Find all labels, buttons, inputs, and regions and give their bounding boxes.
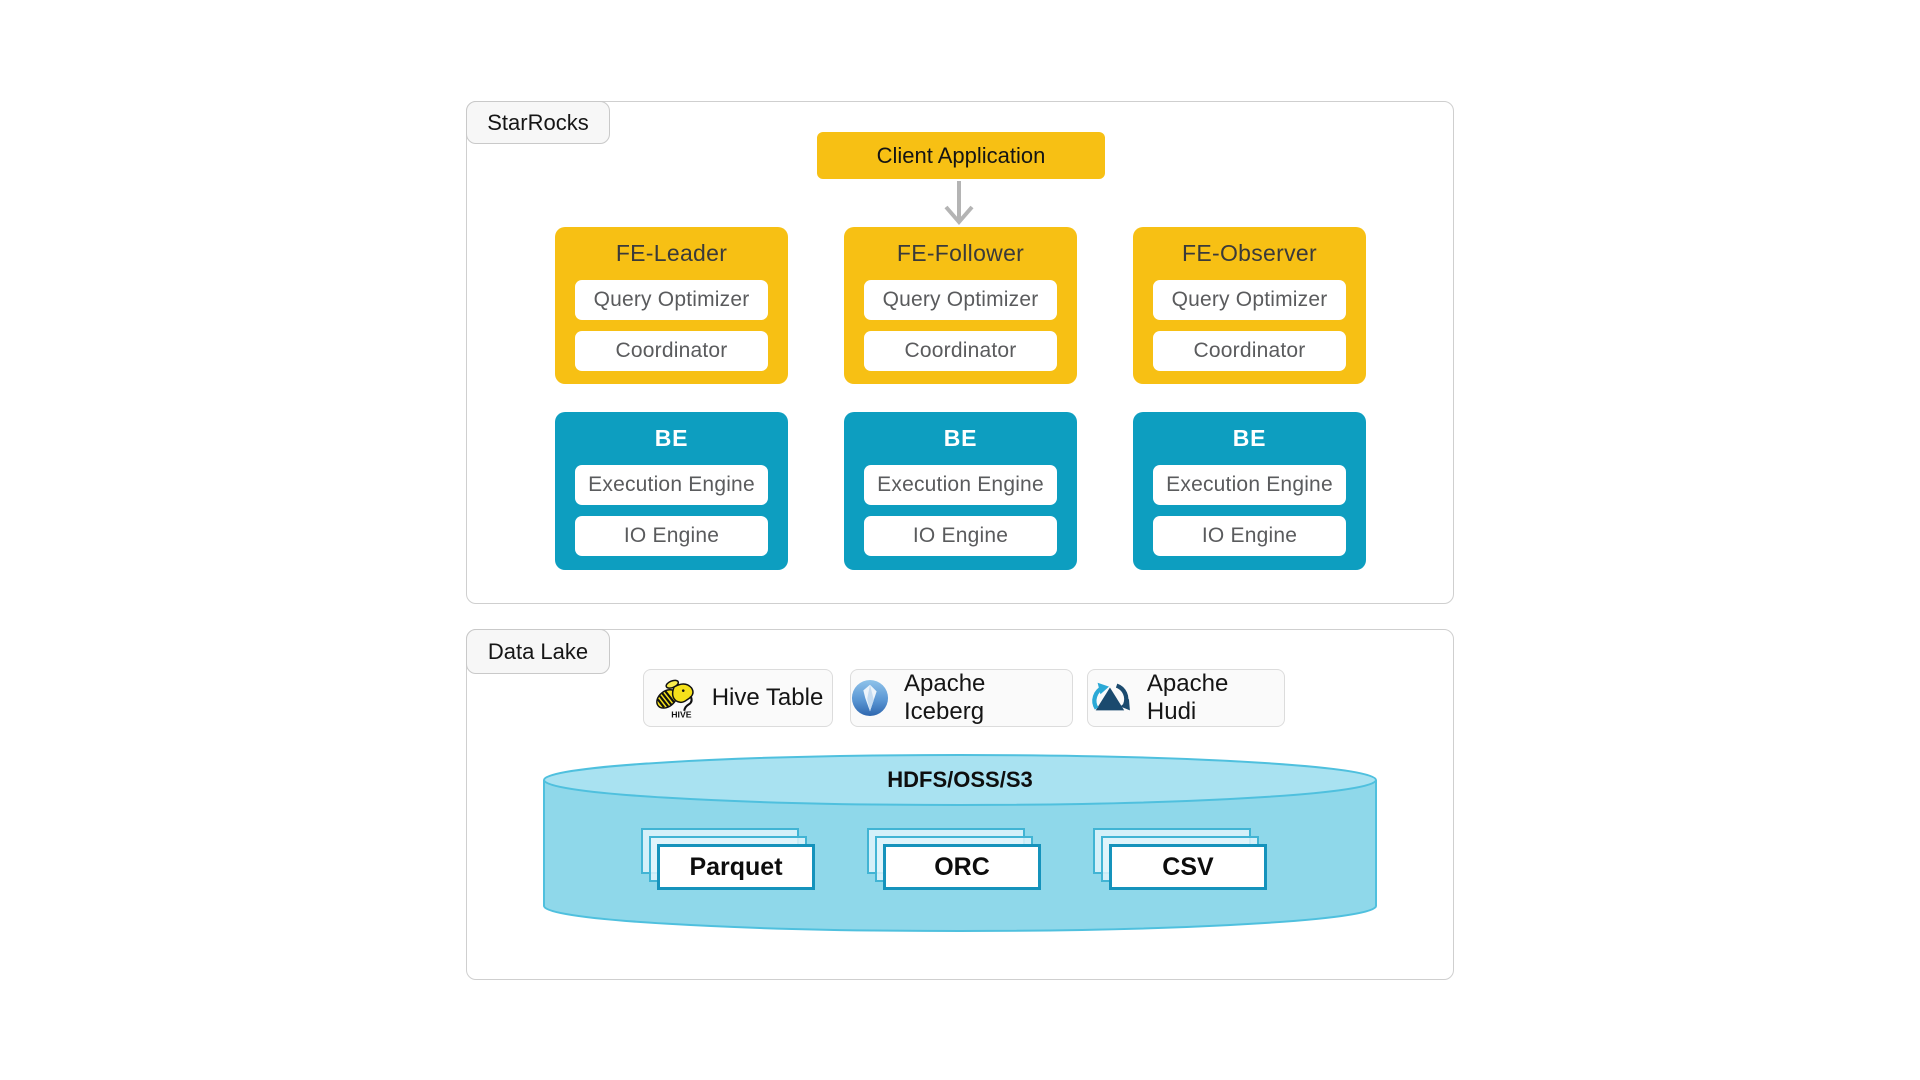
fe-component-coordinator: Coordinator [864,331,1057,371]
file-format-label: ORC [883,844,1041,890]
file-format-label: Parquet [657,844,815,890]
file-format-stack-parquet: Parquet [641,828,815,890]
starrocks-section-label: StarRocks [466,101,610,144]
be-component-execution-engine: Execution Engine [575,465,768,505]
be-component-io-engine: IO Engine [864,516,1057,556]
be-node-title: BE [1232,424,1267,451]
hive-icon: HIVE [655,679,694,719]
fe-observer-node: FE-Observer Query Optimizer Coordinator [1133,227,1366,384]
hudi-icon [1092,682,1130,711]
fe-node-title: FE-Follower [896,239,1025,266]
be-component-io-engine: IO Engine [575,516,768,556]
apache-hudi-connector: Apache Hudi [1087,669,1285,727]
be-node-title: BE [943,424,978,451]
be-component-io-engine: IO Engine [1153,516,1346,556]
client-application-node: Client Application [817,132,1105,179]
hive-table-connector: HIVE Hive Table [643,669,833,727]
be-node: BE Execution Engine IO Engine [844,412,1077,570]
arrow-down-icon [944,181,974,226]
be-node: BE Execution Engine IO Engine [555,412,788,570]
be-component-execution-engine: Execution Engine [864,465,1057,505]
fe-component-query-optimizer: Query Optimizer [1153,280,1346,320]
be-component-execution-engine: Execution Engine [1153,465,1346,505]
connector-label: Hive Table [711,684,824,711]
data-lake-section-label: Data Lake [466,629,610,674]
fe-follower-node: FE-Follower Query Optimizer Coordinator [844,227,1077,384]
fe-component-coordinator: Coordinator [575,331,768,371]
be-node-title: BE [654,424,689,451]
fe-node-title: FE-Leader [615,239,728,266]
file-format-stack-orc: ORC [867,828,1041,890]
storage-title: HDFS/OSS/S3 [887,767,1033,792]
svg-text:HIVE: HIVE [671,709,691,719]
fe-component-query-optimizer: Query Optimizer [864,280,1057,320]
fe-component-query-optimizer: Query Optimizer [575,280,768,320]
fe-component-coordinator: Coordinator [1153,331,1346,371]
iceberg-icon [851,679,889,717]
connector-label: Apache Iceberg [903,670,986,725]
fe-leader-node: FE-Leader Query Optimizer Coordinator [555,227,788,384]
connector-label: Apache Hudi [1146,670,1229,725]
be-node: BE Execution Engine IO Engine [1133,412,1366,570]
fe-node-title: FE-Observer [1182,239,1317,266]
apache-iceberg-connector: Apache Iceberg [850,669,1073,727]
file-format-label: CSV [1109,844,1267,890]
file-format-stack-csv: CSV [1093,828,1267,890]
